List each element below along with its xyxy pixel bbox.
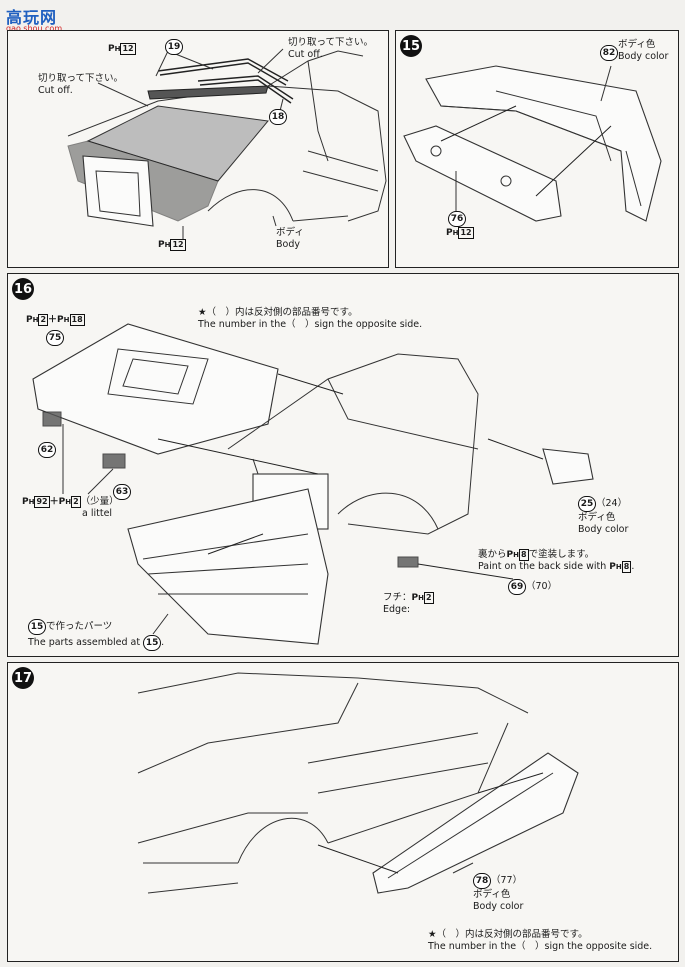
opposite-side-note: ★（ ）内は反対側の部品番号です。 The number in the（ ）si… <box>428 929 653 952</box>
step-17-panel: 17 78（77） ボディ色 Body color ★（ ）内は反対側の部品番号… <box>7 662 679 962</box>
part-number-19: 19 <box>165 39 183 55</box>
site-watermark-logo: 高玩网 gao.shou.com <box>6 4 76 34</box>
cut-off-note-right: 切り取って下さい。 Cut off. <box>288 37 374 60</box>
opposite-side-note: ★（ ）内は反対側の部品番号です。 The number in the（ ）si… <box>198 307 423 330</box>
part-number-18: 18 <box>269 109 287 125</box>
body-color-label: ボディ色 Body color <box>618 39 669 62</box>
marker-part-label: 69（70） <box>508 579 557 595</box>
step-number-16: 16 <box>12 278 34 300</box>
side-skirt-part-label: 78（77） ボディ色 Body color <box>473 873 524 912</box>
step-17-drawing <box>137 672 579 894</box>
step-16-panel: 16 ★（ ）内は反対側の部品番号です。 The number in the（ … <box>7 273 679 657</box>
cut-off-note-left: 切り取って下さい。 Cut off. <box>38 73 124 96</box>
step-14-drawing <box>67 48 387 239</box>
step-16-drawing <box>32 323 594 645</box>
step-number-17: 17 <box>12 667 34 689</box>
part-number-75: 75 <box>46 330 64 346</box>
part-number-62: 62 <box>38 442 56 458</box>
step-number-15: 15 <box>400 35 422 57</box>
part-number-63: 63 <box>113 484 131 500</box>
part-number-76: 76 <box>448 211 466 227</box>
watermark-main-text: 高玩网 <box>6 8 58 27</box>
mirror-part-label: 25（24） ボディ色 Body color <box>578 496 629 535</box>
watermark-sub-text: gao.shou.com <box>6 24 63 33</box>
part-number-82: 82 <box>600 45 618 61</box>
body-label: ボディ Body <box>276 227 304 250</box>
step-15-drawing <box>403 65 662 222</box>
